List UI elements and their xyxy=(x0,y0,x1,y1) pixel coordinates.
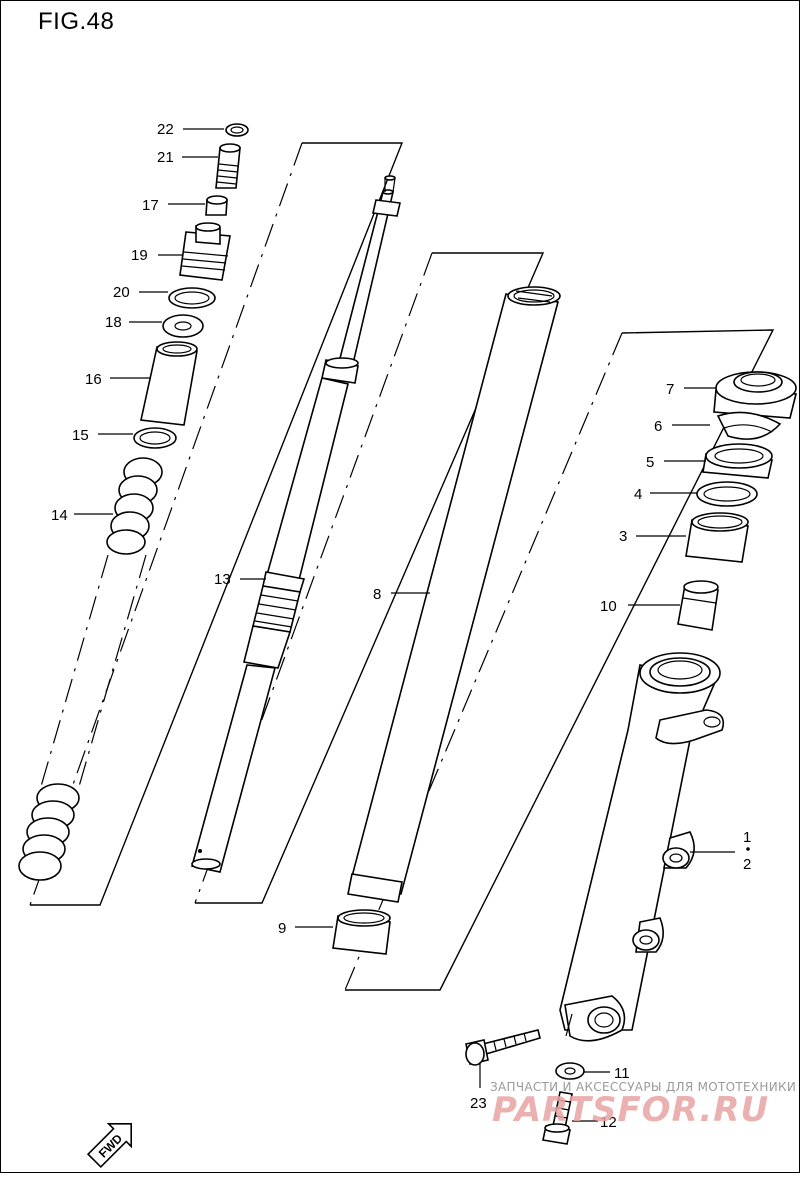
callout-20: 20 xyxy=(113,284,130,301)
oil-seal-part-5 xyxy=(702,443,773,479)
o-ring-part-20 xyxy=(168,287,216,309)
callout-7: 7 xyxy=(666,381,674,398)
group-outline-spring xyxy=(29,142,404,906)
slide-bushing-part-9 xyxy=(332,909,391,955)
callout-18: 18 xyxy=(105,314,122,331)
washer-part-11 xyxy=(555,1062,585,1080)
dust-seal-part-7 xyxy=(713,371,798,419)
outer-tube-part-1-2 xyxy=(559,652,725,1042)
callout-9: 9 xyxy=(278,920,286,937)
callout-5: 5 xyxy=(646,454,654,471)
callout-19: 19 xyxy=(131,247,148,264)
washer-part-4 xyxy=(696,481,758,507)
cap-bolt-part-19 xyxy=(179,222,231,281)
callout-13: 13 xyxy=(214,571,231,588)
callout-8: 8 xyxy=(373,586,381,603)
damper-rod-part-13 xyxy=(191,175,401,873)
oil-lock-piece-part-10 xyxy=(677,580,719,631)
watermark-caption: ЗАПЧАСТИ И АКСЕССУАРЫ ДЛЯ МОТОТЕХНИКИ xyxy=(490,1080,797,1094)
callout-4: 4 xyxy=(634,486,642,503)
callout-12: 12 xyxy=(600,1114,617,1131)
damper-bolt-part-12 xyxy=(542,1091,573,1145)
callout-3: 3 xyxy=(619,528,627,545)
spacer-part-16 xyxy=(140,341,198,426)
callout-17: 17 xyxy=(142,197,159,214)
callout-16: 16 xyxy=(85,371,102,388)
callout-21: 21 xyxy=(157,149,174,166)
spring-seat-part-15 xyxy=(133,427,177,449)
fork-spring-part-14 xyxy=(18,457,163,881)
stopper-ring-part-6 xyxy=(716,411,782,440)
callout-14: 14 xyxy=(51,507,68,524)
leader-lines xyxy=(74,128,750,1122)
figure-title: FIG.48 xyxy=(38,8,115,35)
callout-15: 15 xyxy=(72,427,89,444)
watermark-logo: PARTSFOR.RU xyxy=(492,1090,770,1130)
callout-1: 1 xyxy=(743,829,751,846)
axle-pinch-bolt-part-23 xyxy=(465,1029,541,1066)
guide-bushing-part-3 xyxy=(685,512,749,563)
o-ring-part-22 xyxy=(225,123,249,137)
fwd-arrow-icon: FWD xyxy=(86,1122,133,1169)
callout-6: 6 xyxy=(654,418,662,435)
collar-part-17 xyxy=(205,195,228,216)
adjuster-screw-part-21 xyxy=(215,143,241,189)
inner-tube-part-8 xyxy=(347,286,561,903)
callout-11: 11 xyxy=(614,1065,630,1082)
callout-22: 22 xyxy=(157,121,174,138)
callout-23: 23 xyxy=(470,1095,487,1112)
group-outline-inner-tube xyxy=(344,329,775,991)
washer-part-18 xyxy=(162,314,204,338)
callout-2: 2 xyxy=(743,856,751,873)
callout-10: 10 xyxy=(600,598,617,615)
